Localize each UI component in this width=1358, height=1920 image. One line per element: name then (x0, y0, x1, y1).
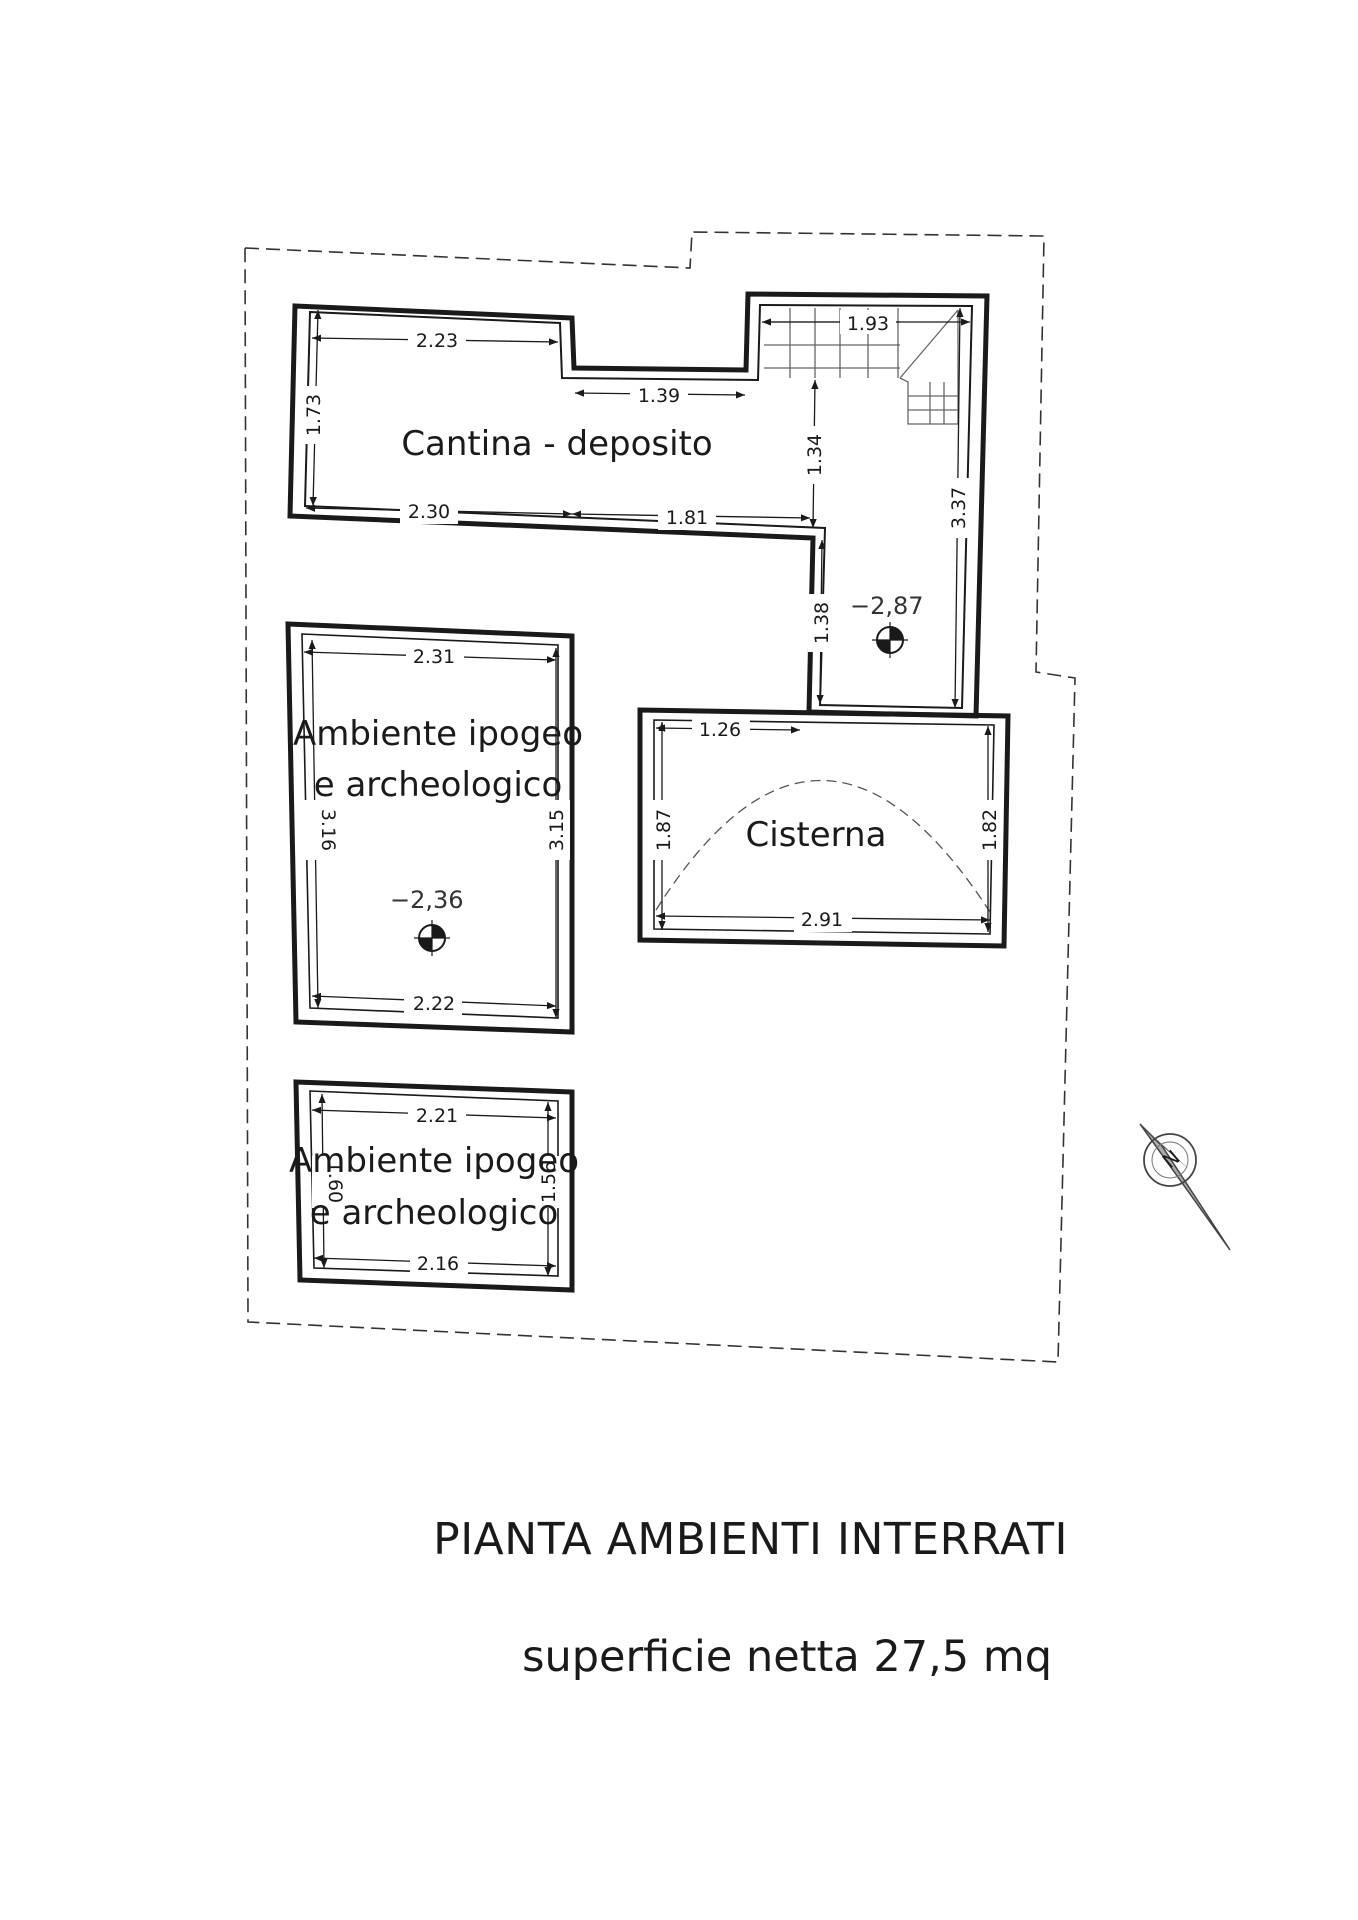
north-arrow-icon: N (1139, 1123, 1231, 1251)
dim-cisterna-right: 1.82 (979, 809, 1001, 851)
dim-cantina-step: 1.39 (638, 385, 680, 407)
level-corridor-label: −2,87 (850, 592, 924, 620)
ambiente2-inner (309, 1090, 559, 1277)
room-ambiente2-label-1: Ambiente ipogeo (289, 1141, 579, 1181)
room-ambiente1-label-1: Ambiente ipogeo (293, 714, 583, 754)
dim-cantina-height: 1.73 (303, 394, 325, 436)
dim-cisterna-bottom: 2.91 (801, 909, 843, 931)
room-cisterna-label: Cisterna (746, 815, 887, 855)
level-marker-ambiente1-icon (414, 920, 450, 956)
level-ambiente1-label: −2,36 (390, 886, 464, 914)
dim-ambiente2-top: 2.21 (416, 1105, 458, 1127)
cantina-corridor-walls (295, 294, 987, 716)
drawing-title: PIANTA AMBIENTI INTERRATI (433, 1514, 1068, 1565)
dim-ambiente1-left: 3.16 (317, 809, 339, 851)
dim-ambiente1-bottom: 2.22 (413, 993, 455, 1015)
ambiente1-walls (285, 621, 575, 1035)
ambiente2-walls (293, 1079, 575, 1293)
dim-ambiente1-top: 2.31 (413, 646, 455, 668)
level-marker-corridor-icon (872, 622, 908, 658)
dim-cantina-top: 2.23 (416, 330, 458, 352)
cisterna-walls (637, 707, 1011, 949)
cantina-walls (287, 291, 990, 719)
dim-ambiente2-bottom: 2.16 (417, 1253, 459, 1275)
room-cantina-label: Cantina - deposito (401, 424, 712, 464)
ambiente1-inner (301, 633, 559, 1019)
dim-stair-width: 1.93 (847, 313, 889, 335)
dim-corridor-lower: 1.38 (811, 602, 833, 644)
dim-cantina-bottom-left: 2.30 (408, 501, 450, 523)
dim-ambiente2-left: 1.60 (324, 1161, 346, 1203)
room-ambiente2-label-2: e archeologico (310, 1193, 559, 1233)
dim-cisterna-top: 1.26 (699, 719, 741, 741)
net-area-subtitle: superficie netta 27,5 mq (522, 1632, 1052, 1682)
dim-ambiente2-right: 1.56 (538, 1161, 560, 1203)
dim-ambiente1-right: 3.15 (546, 809, 568, 851)
dim-corridor-height: 3.37 (948, 487, 970, 529)
property-boundary (244, 231, 1076, 1363)
dim-stair-drop: 1.34 (804, 434, 826, 476)
room-ambiente1-label-2: e archeologico (314, 765, 563, 805)
dim-cisterna-left: 1.87 (653, 809, 675, 851)
dim-cantina-bottom-right: 1.81 (666, 507, 708, 529)
